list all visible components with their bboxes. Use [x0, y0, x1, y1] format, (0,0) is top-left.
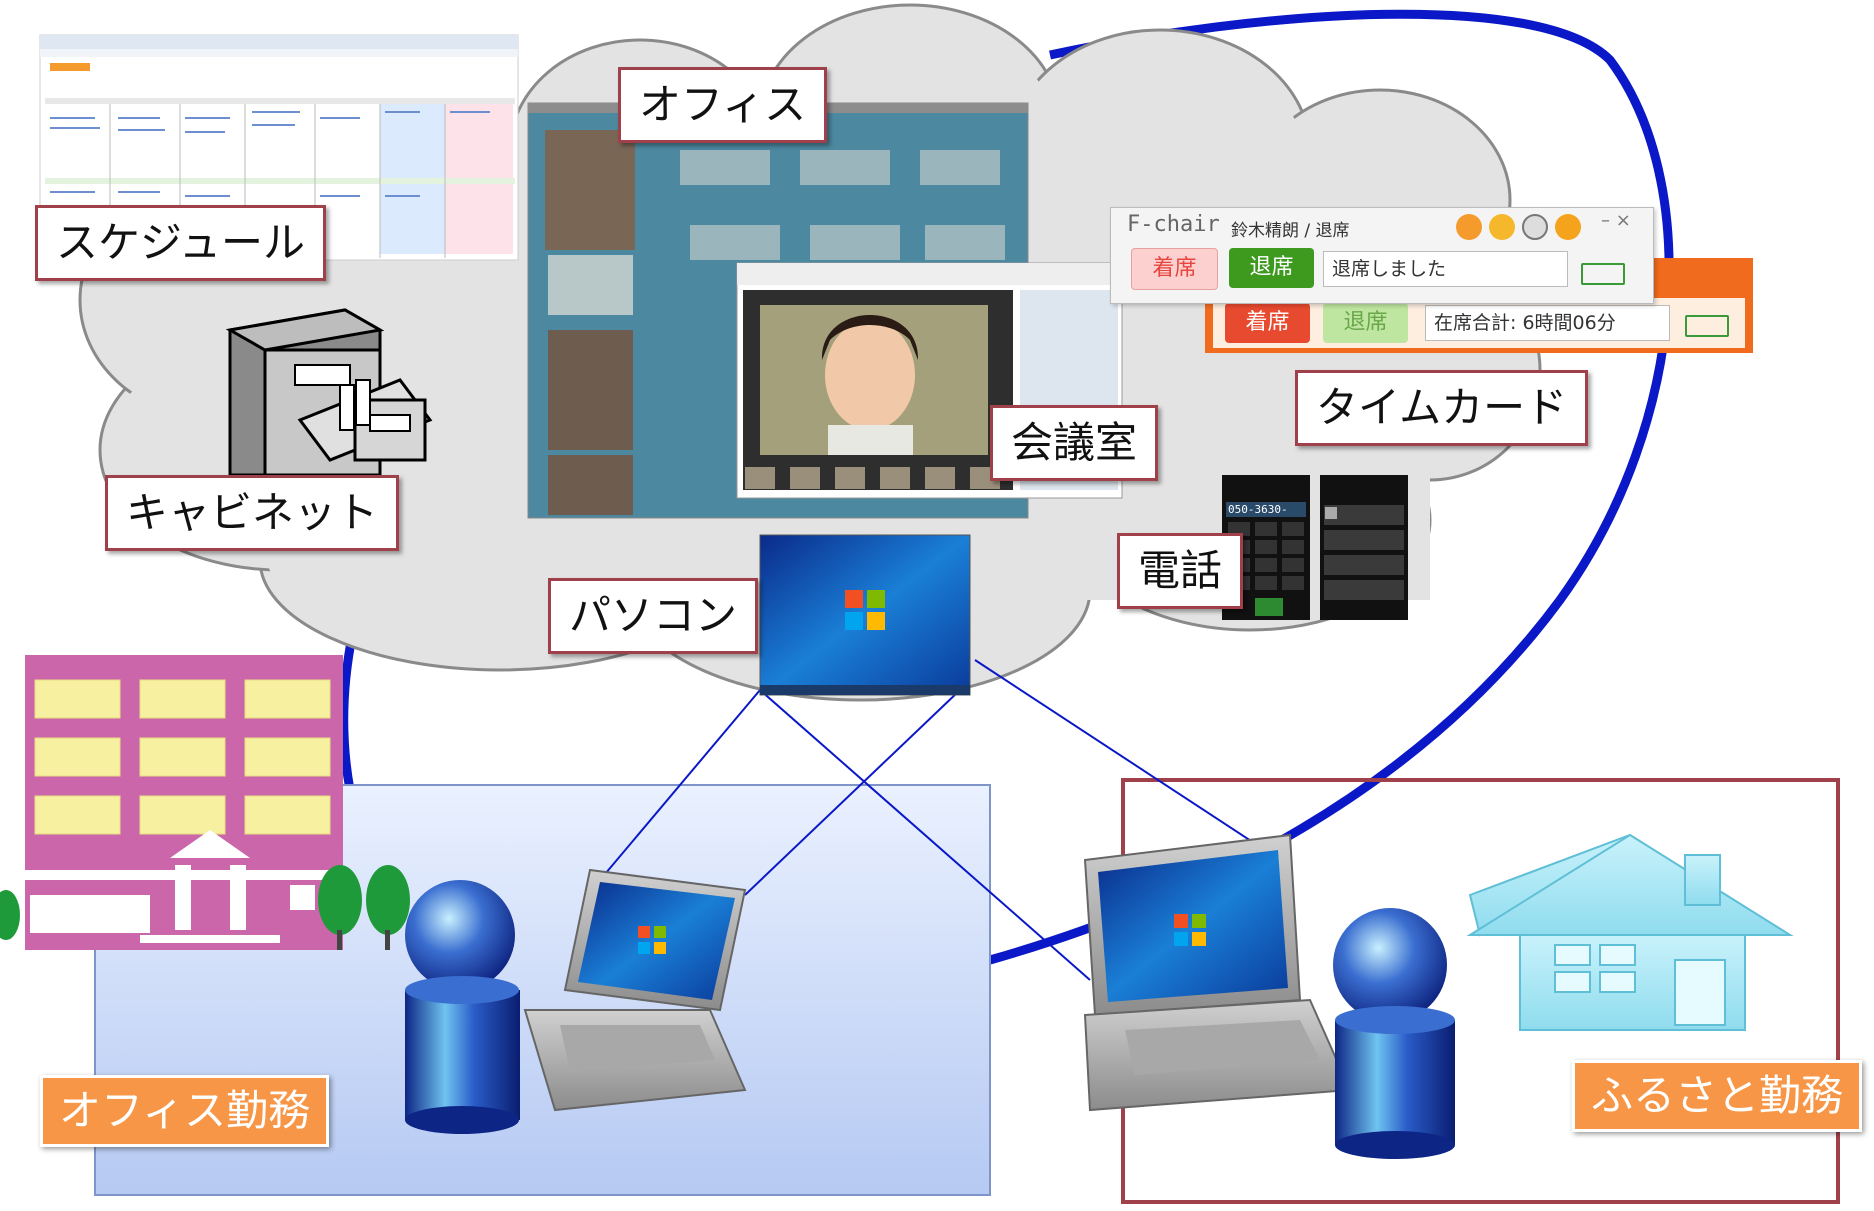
present-button-back[interactable]: 着席	[1225, 303, 1310, 343]
house-icon	[1466, 833, 1794, 1031]
laptop-left-icon	[523, 868, 747, 1112]
label-cabinet: キャビネット	[105, 475, 400, 551]
phone-right-screenshot	[1320, 475, 1408, 620]
video-conference-screenshot	[736, 262, 1123, 499]
network-status-icon	[1685, 315, 1729, 337]
total-time-field: 在席合計: 6時間06分	[1425, 305, 1670, 341]
message-icon[interactable]	[1489, 214, 1515, 240]
pc-desktop-screenshot	[759, 534, 971, 696]
label-office: オフィス	[618, 67, 828, 143]
person-left-icon	[405, 880, 520, 1134]
connection-lines	[599, 659, 1281, 981]
laptop-right-icon	[1083, 833, 1352, 1112]
label-hometown-work: ふるさと勤務	[1572, 1060, 1863, 1132]
label-pc: パソコン	[548, 578, 759, 654]
gear-icon[interactable]	[1555, 214, 1581, 240]
home-icon[interactable]	[1456, 214, 1482, 240]
label-timecard: タイムカード	[1295, 370, 1589, 446]
label-meeting-room: 会議室	[990, 405, 1159, 481]
label-office-work: オフィス勤務	[40, 1075, 330, 1147]
cabinet-icon	[225, 308, 433, 477]
away-button-back[interactable]: 退席	[1323, 303, 1408, 343]
phone-number-text: 050-3630-	[1228, 503, 1288, 516]
label-schedule: スケジュール	[35, 205, 327, 281]
person-right-icon	[1333, 908, 1455, 1159]
status-message-field[interactable]: 退席しました	[1323, 251, 1568, 287]
tree-icons	[0, 865, 410, 950]
label-phone: 電話	[1117, 533, 1244, 609]
office-building-icon	[0, 655, 343, 950]
minimize-close-icon[interactable]: – ×	[1601, 210, 1631, 231]
away-button[interactable]: 退席	[1229, 248, 1314, 288]
network-status-icon-front	[1581, 263, 1625, 285]
present-button[interactable]: 着席	[1131, 248, 1218, 290]
fchair-user-status: 鈴木精朗 / 退席	[1231, 221, 1350, 241]
fchair-app-name: F-chair	[1127, 212, 1220, 237]
fchair-widget-back: 着席 退席 在席合計: 6時間06分	[1205, 258, 1753, 353]
clock-icon[interactable]	[1522, 214, 1548, 240]
fchair-widget-front: F-chair 鈴木精朗 / 退席 – × 着席 退席 退席しました	[1110, 207, 1654, 304]
